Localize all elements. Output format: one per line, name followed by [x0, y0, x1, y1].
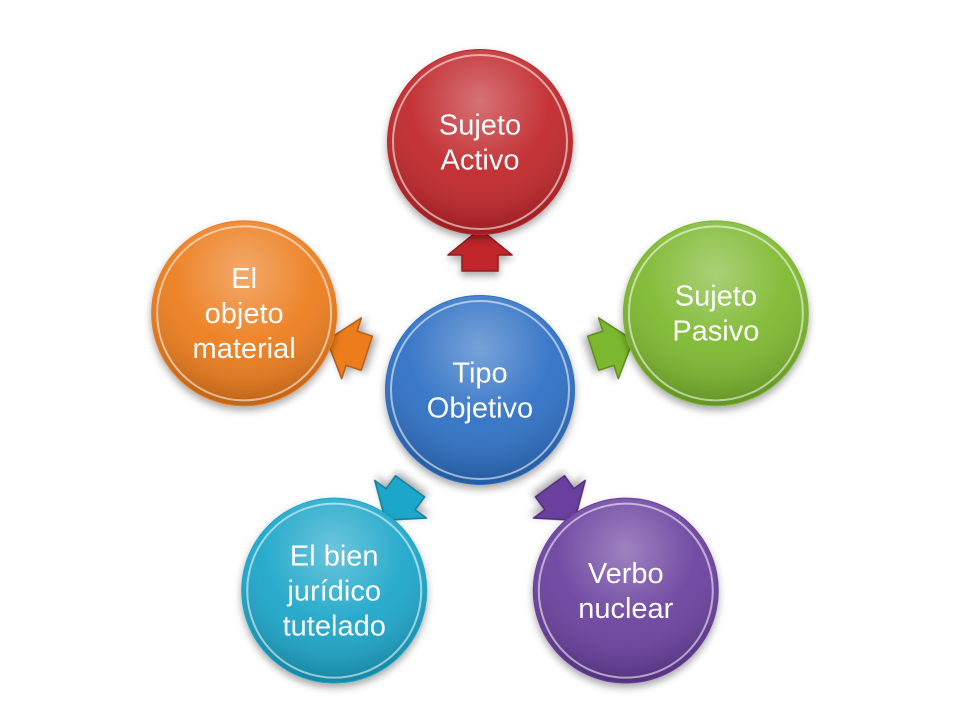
- node-el-bien-juridico-tutelado-ring: [246, 502, 423, 679]
- node-el-bien-juridico-tutelado-label-line: El bien: [290, 540, 379, 572]
- node-el-bien-juridico-tutelado-label-line: tutelado: [283, 610, 386, 642]
- center-node-tipo-objetivo-label-line: Tipo: [452, 357, 507, 389]
- node-sujeto-activo-label-line: Sujeto: [439, 109, 521, 141]
- center-node-tipo-objetivo-gloss: [386, 296, 574, 484]
- node-el-objeto-material-gloss: [152, 221, 337, 406]
- node-sujeto-pasivo-gloss: [623, 221, 808, 406]
- node-sujeto-pasivo-label-line: Pasivo: [672, 316, 759, 348]
- node-sujeto-activo-ring: [392, 54, 568, 230]
- node-el-objeto-material-ring: [156, 225, 333, 402]
- node-sujeto-activo-label-line: Activo: [441, 144, 520, 176]
- node-verbo-nuclear-label-line: Verbo: [588, 558, 664, 590]
- center-node-tipo-objetivo-ring: [390, 300, 570, 480]
- node-el-objeto-material-label-line: material: [193, 333, 296, 365]
- node-sujeto-activo-gloss: [388, 50, 572, 234]
- node-verbo-nuclear-ring: [537, 502, 714, 679]
- node-el-bien-juridico-tutelado-label-line: jurídico: [286, 575, 381, 607]
- node-verbo-nuclear-label-line: nuclear: [578, 593, 673, 625]
- node-el-bien-juridico-tutelado-gloss: [242, 498, 427, 683]
- node-el-objeto-material-label-line: objeto: [205, 298, 284, 330]
- center-node-tipo-objetivo-label-line: Objetivo: [427, 392, 533, 424]
- node-sujeto-pasivo-label-line: Sujeto: [675, 281, 757, 313]
- arrow-to-sujeto-activo: [447, 228, 513, 272]
- node-verbo-nuclear-gloss: [533, 498, 718, 683]
- arrow-to-sujeto-activo-shape: [447, 228, 513, 272]
- node-sujeto-pasivo-ring: [627, 225, 804, 402]
- node-el-objeto-material-label-line: El: [231, 263, 257, 295]
